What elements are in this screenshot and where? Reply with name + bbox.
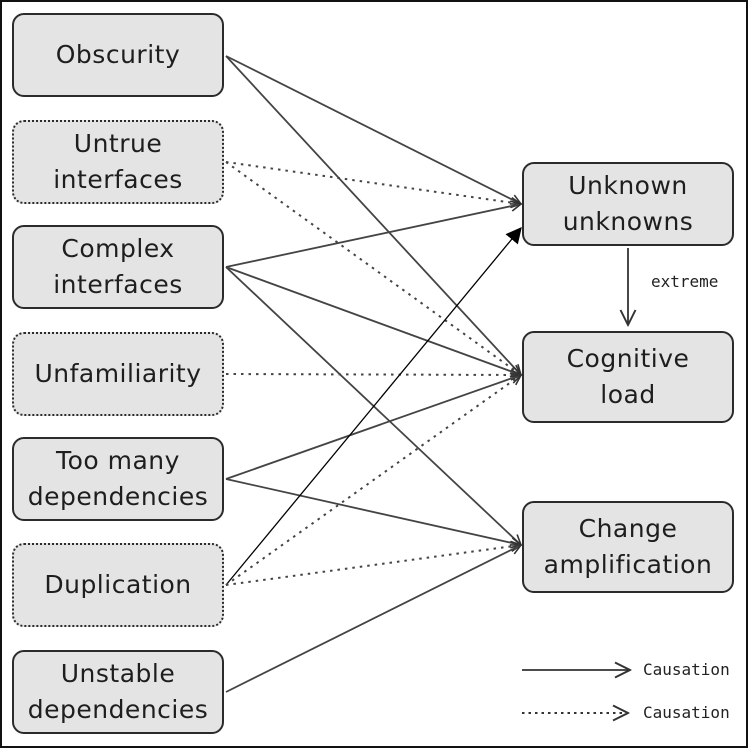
edge-unfamiliarity-to-cognitive <box>225 374 521 375</box>
edge-duplication-to-change <box>225 545 521 586</box>
edge-complex-to-unknown <box>225 204 521 268</box>
edge-obscurity-to-cognitive <box>225 55 521 375</box>
edge-deps-to-cognitive <box>225 375 521 480</box>
edge-untrue-to-cognitive <box>225 161 521 375</box>
node-unstable-dependencies: Unstable dependencies <box>12 650 224 734</box>
node-complex-interfaces: Complex interfaces <box>12 225 224 309</box>
node-unfamiliarity: Unfamiliarity <box>12 332 224 416</box>
edge-duplication-to-unknown <box>225 226 522 586</box>
node-too-many-dependencies: Too many dependencies <box>12 437 224 521</box>
edge-label-extreme: extreme <box>651 272 719 291</box>
edge-duplication-to-cognitive <box>225 375 521 586</box>
node-cognitive-load: Cognitive load <box>522 331 734 423</box>
legend-solid-label: Causation <box>643 660 730 679</box>
node-untrue-interfaces: Untrue interfaces <box>12 120 224 204</box>
legend-dotted-label: Causation <box>643 703 730 722</box>
edge-deps-to-change <box>225 478 521 545</box>
edge-untrue-to-unknown <box>225 161 521 204</box>
node-obscurity: Obscurity <box>12 13 224 97</box>
node-unknown-unknowns: Unknown unknowns <box>522 162 734 246</box>
edge-complex-to-cognitive <box>225 266 521 375</box>
node-change-amplification: Change amplification <box>522 501 734 593</box>
node-duplication: Duplication <box>12 543 224 627</box>
edge-unstable-to-change <box>225 545 521 693</box>
edge-obscurity-to-unknown <box>225 55 521 205</box>
